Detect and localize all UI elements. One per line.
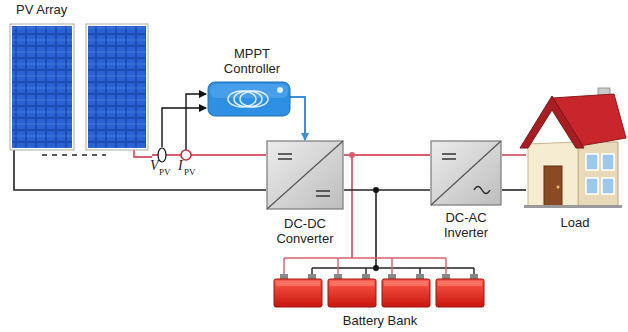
power-wire <box>344 154 430 156</box>
node-label: DC-AC Inverter <box>430 210 502 240</box>
dc-dc-converter-art <box>266 140 344 210</box>
signal-name: V <box>150 159 159 173</box>
pv-array: PV Array <box>6 2 152 164</box>
dc-ac-inverter: DC-AC Inverter <box>430 140 502 240</box>
node-label: DC-DC Converter <box>266 216 344 246</box>
signal-subscript: PV <box>184 168 196 177</box>
node-label: Battery Bank <box>343 313 417 328</box>
battery-bank: Battery Bank <box>268 256 492 328</box>
control-signal <box>290 97 305 140</box>
dc-dc-converter: DC-DC Converter <box>266 140 344 246</box>
load-house-art <box>518 84 626 210</box>
dc-ac-inverter-art <box>430 140 502 206</box>
node-label: Load <box>561 215 590 230</box>
node-label: PV Array <box>16 2 67 17</box>
load-house: Load <box>518 84 626 230</box>
mppt-controller: MPPT Controller <box>200 44 296 118</box>
battery-bank-art <box>268 256 492 308</box>
signal-name: I <box>178 159 183 173</box>
power-wire <box>152 154 266 156</box>
power-wire <box>344 155 352 258</box>
power-wire <box>502 154 526 156</box>
node-label: MPPT Controller <box>208 46 296 76</box>
pv-array-art <box>6 22 152 164</box>
signal-subscript: PV <box>159 168 171 177</box>
